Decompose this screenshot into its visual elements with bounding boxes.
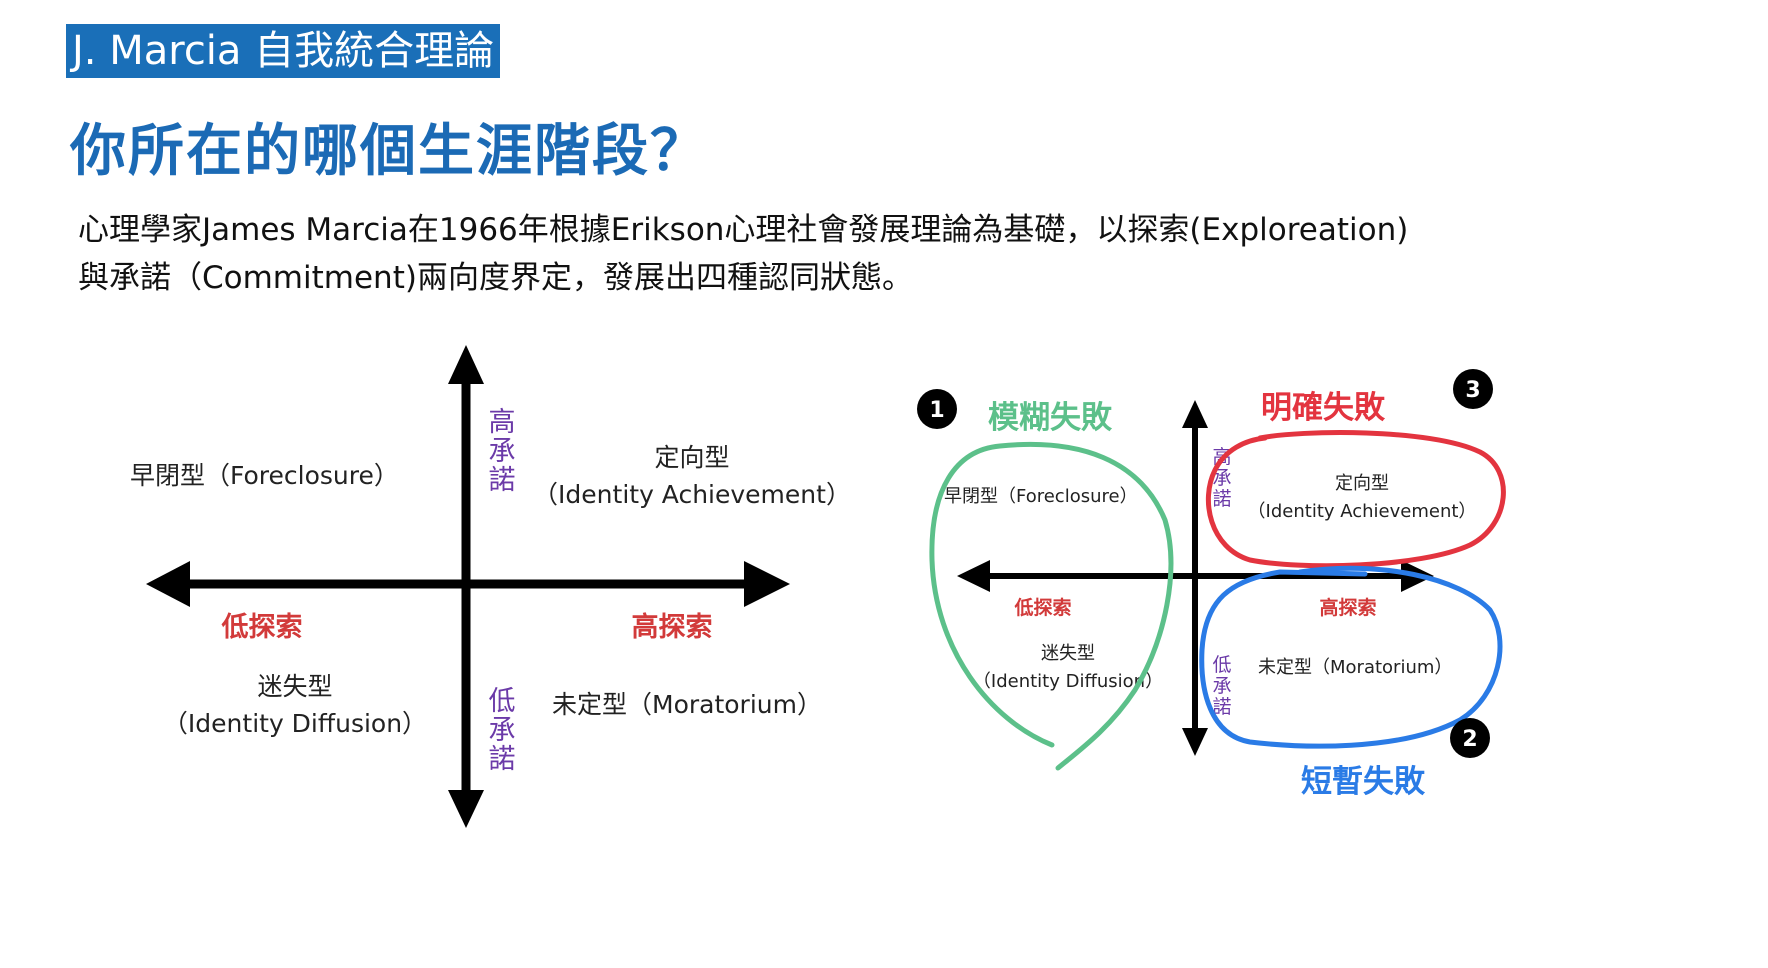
right-diffusion-sublabel: （Identity Diffusion）: [973, 671, 1163, 692]
left-high-commit-char: 諾: [489, 465, 516, 496]
left-achievement-label: 定向型: [654, 443, 729, 472]
right-low-commit-char: 承: [1212, 675, 1231, 697]
right-high-commit-char: 承: [1212, 467, 1231, 489]
right-arrow-down-icon: [1182, 728, 1208, 756]
right-arrow-left-icon: [957, 560, 990, 592]
right-low-explore-label: 低探索: [1013, 596, 1071, 619]
right-diffusion-label: 迷失型: [1041, 643, 1095, 664]
intro-line-2: 與承諾（Commitment)兩向度界定，發展出四種認同狀態。: [78, 260, 913, 296]
right-moratorium-label: 未定型（Moratorium）: [1258, 657, 1452, 678]
right-low-commit-char: 低: [1212, 654, 1231, 676]
left-diffusion-label: 迷失型: [257, 672, 332, 701]
left-low-commit-char: 低: [489, 686, 516, 717]
right-foreclosure-label: 早閉型（Foreclosure）: [944, 486, 1138, 507]
left-low-explore-label: 低探索: [221, 612, 303, 643]
page-title: 你所在的哪個生涯階段？: [70, 119, 708, 184]
right-high-explore-label: 高探索: [1319, 596, 1376, 619]
left-arrow-down-icon: [448, 790, 484, 828]
left-low-commit-char: 承: [489, 715, 516, 746]
right-achievement-label: 定向型: [1335, 473, 1389, 494]
badge-2-icon: 2: [1450, 718, 1490, 758]
left-high-commit-char: 承: [489, 436, 516, 467]
badge-2-number: 2: [1462, 727, 1477, 752]
left-achievement-sublabel: （Identity Achievement）: [533, 480, 851, 509]
right-achievement-sublabel: （Identity Achievement）: [1248, 501, 1477, 522]
left-arrow-right-icon: [744, 561, 790, 607]
badge-1-number: 1: [929, 398, 944, 423]
left-diagram: 早閉型（Foreclosure） 定向型 （Identity Achieveme…: [130, 345, 851, 828]
vague-failure-label: 模糊失敗: [988, 400, 1113, 436]
right-low-commit-label: 低 承 諾: [1212, 654, 1231, 718]
left-arrow-up-icon: [448, 345, 484, 384]
left-moratorium-label: 未定型（Moratorium）: [552, 690, 822, 719]
left-high-explore-label: 高探索: [632, 611, 713, 643]
right-high-commit-char: 諾: [1212, 488, 1231, 510]
brief-failure-label: 短暫失敗: [1301, 764, 1426, 800]
left-diffusion-sublabel: （Identity Diffusion）: [163, 709, 427, 738]
badge-3-number: 3: [1465, 378, 1480, 403]
left-foreclosure-label: 早閉型（Foreclosure）: [130, 461, 399, 490]
left-high-commit-char: 高: [489, 407, 516, 438]
right-arrow-up-icon: [1182, 400, 1208, 428]
vague-failure-outline: [929, 441, 1174, 771]
intro-line-1: 心理學家James Marcia在1966年根據Erikson心理社會發展理論為…: [78, 212, 1409, 248]
badge-3-icon: 3: [1453, 369, 1493, 409]
intro-paragraph: 心理學家James Marcia在1966年根據Erikson心理社會發展理論為…: [78, 206, 1578, 302]
left-low-commit-label: 低 承 諾: [489, 686, 516, 775]
left-low-commit-char: 諾: [489, 744, 516, 775]
section-tag: J. Marcia 自我統合理論: [66, 24, 501, 78]
right-low-commit-char: 諾: [1212, 696, 1231, 718]
badge-1-icon: 1: [917, 389, 957, 429]
right-diagram: 早閉型（Foreclosure） 定向型 （Identity Achieveme…: [917, 369, 1506, 800]
clear-failure-outline: [1206, 430, 1506, 569]
clear-failure-label: 明確失敗: [1261, 390, 1386, 426]
left-high-commit-label: 高 承 諾: [489, 407, 516, 496]
brief-failure-outline: [1199, 565, 1503, 749]
left-arrow-left-icon: [146, 561, 190, 607]
